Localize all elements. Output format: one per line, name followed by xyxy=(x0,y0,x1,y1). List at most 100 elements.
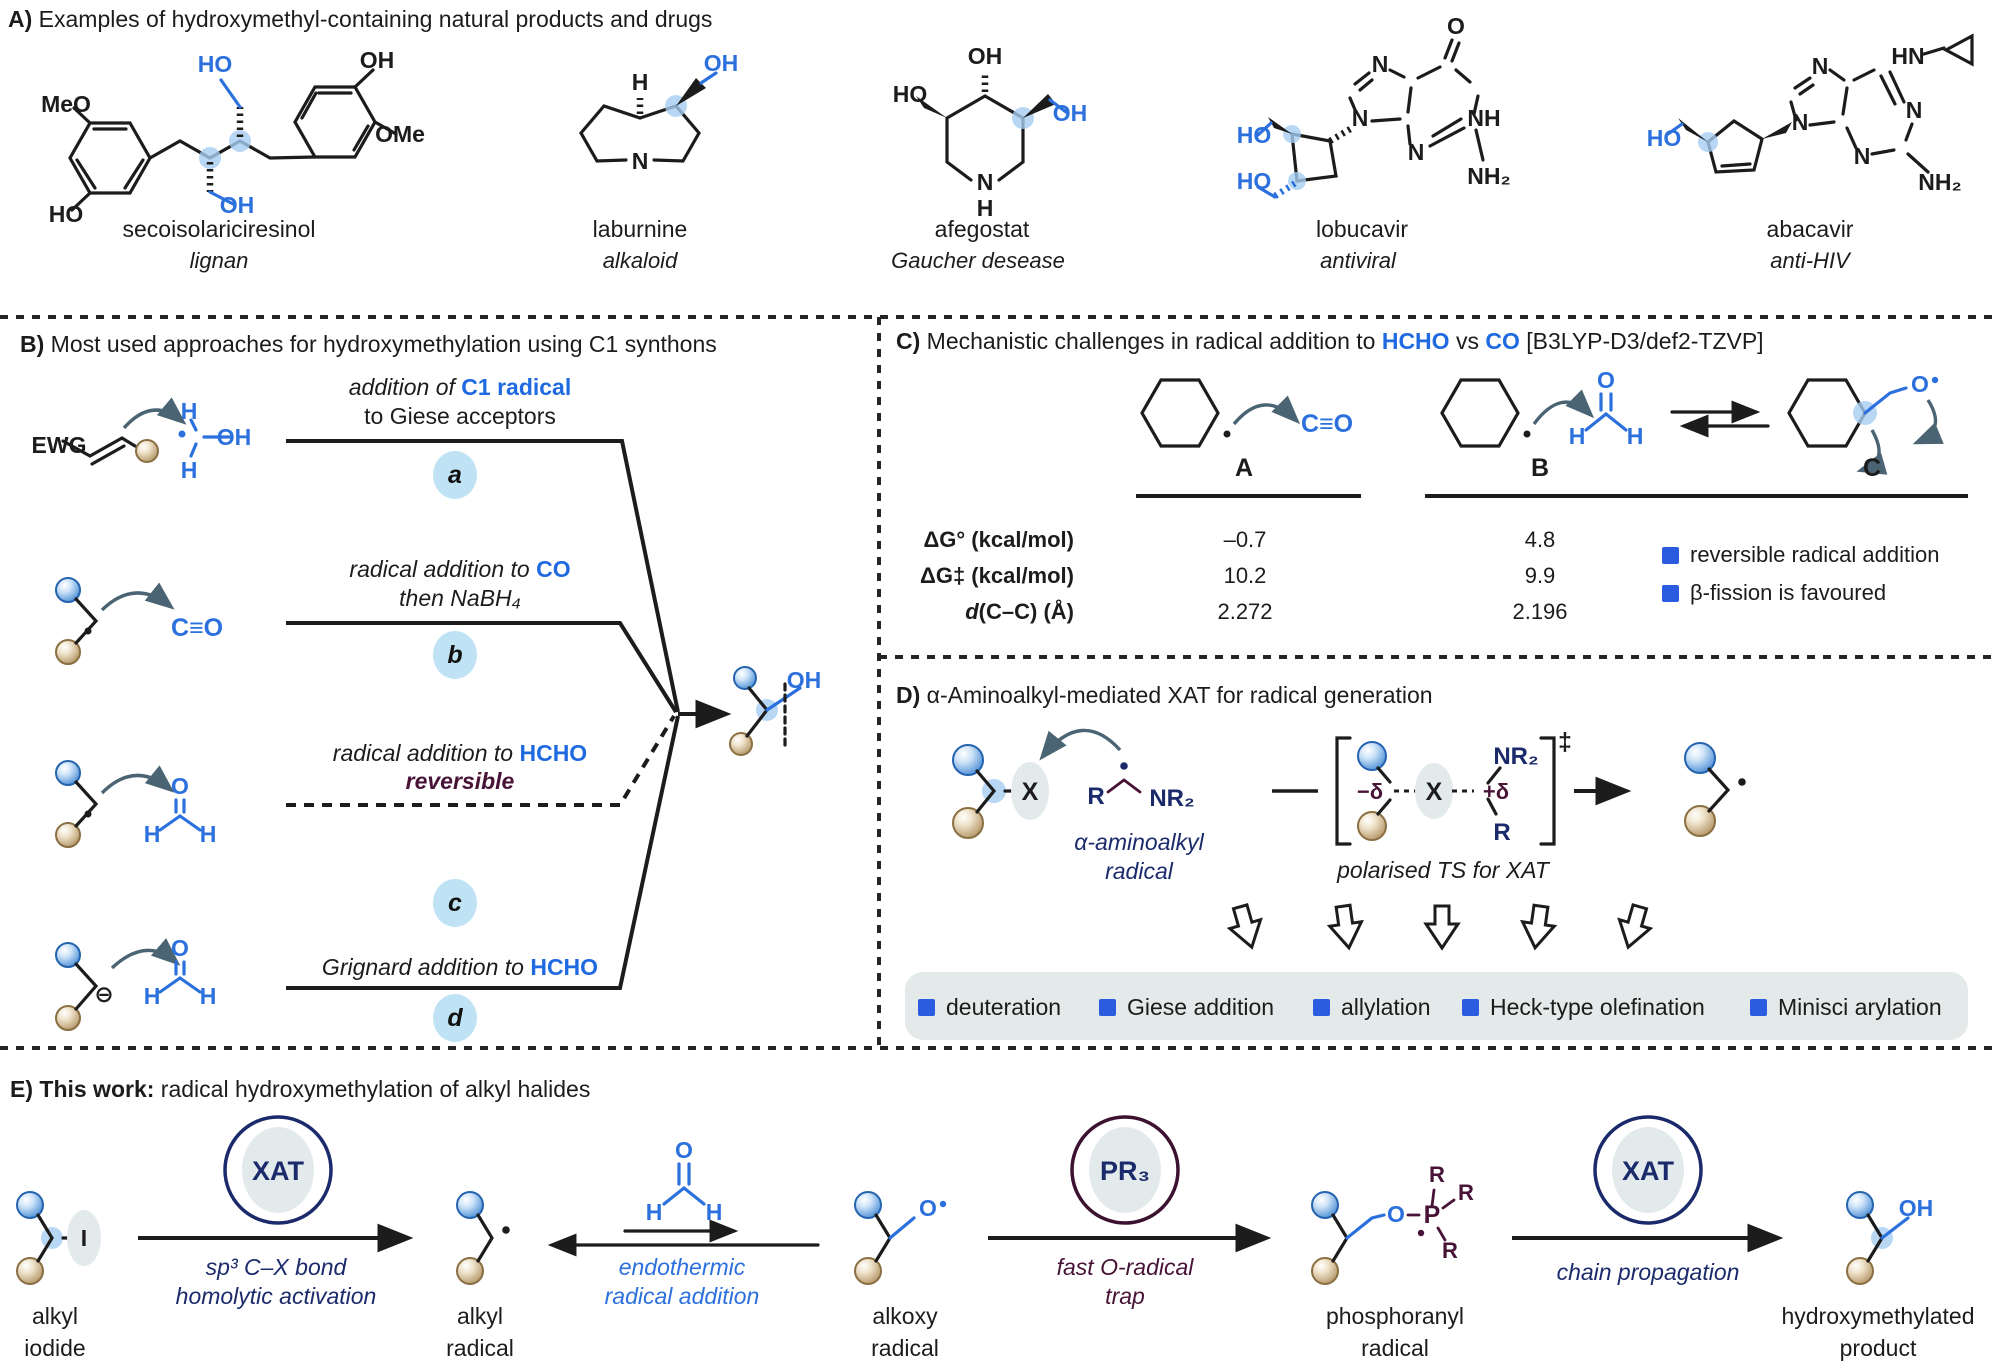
pr3-label: PR₃ xyxy=(1100,1156,1150,1186)
compound-class: antiviral xyxy=(1320,248,1396,273)
panel-e-title-text: radical hydroxymethylation of alkyl hali… xyxy=(154,1076,591,1102)
hn-label: HN xyxy=(1891,43,1924,69)
bullet-square-icon xyxy=(1099,998,1116,1016)
ho-blue-label: HO xyxy=(1237,168,1272,194)
panel-e-prefix: E) xyxy=(10,1076,40,1102)
panel-e-title: E) This work: radical hydroxymethylation… xyxy=(10,1076,590,1103)
step3-caption: fast O-radical trap xyxy=(1056,1254,1194,1309)
oh-blue-label: OH xyxy=(704,50,739,76)
panel-c-t1: Mechanistic challenges in radical additi… xyxy=(926,328,1382,354)
value-b: 2.196 xyxy=(1512,599,1568,624)
ome-label: OMe xyxy=(375,121,425,147)
route-d-bubble: d xyxy=(433,994,477,1042)
alkyl-iodide-label: alkyl iodide xyxy=(24,1303,86,1361)
nr2-label: NR₂ xyxy=(1493,743,1538,770)
o-radical-label: O xyxy=(1911,371,1929,397)
d-bullet: Heck-type olefination xyxy=(1462,992,1705,1022)
species-B-cyclohexyl-HCHO: O H H xyxy=(1440,367,1644,449)
row-label: ΔG° (kcal/mol) xyxy=(878,527,1074,553)
route-c-bubble: c xyxy=(433,879,477,927)
route-a-pre: addition of xyxy=(348,374,462,400)
d-bullet-text: Minisci arylation xyxy=(1778,993,1942,1020)
route-a-bubble: a xyxy=(433,451,477,499)
panel-c-co: CO xyxy=(1485,328,1520,354)
alkyl-radical-label: alkyl radical xyxy=(446,1303,514,1361)
structure-afegostat: N H OH HO OH xyxy=(893,43,1088,221)
o-label: O xyxy=(171,773,189,799)
step2-caption: endothermic radical addition xyxy=(604,1254,760,1309)
alkoxy-radical-label: alkoxy radical xyxy=(871,1303,939,1361)
c-bullet: β-fission is favoured xyxy=(1662,580,1886,606)
equilibrium-arrows-C xyxy=(1670,400,1770,438)
xat-step-1: XAT xyxy=(138,1115,414,1253)
compound-class: lignan xyxy=(189,248,249,273)
oh-label: OH xyxy=(1899,1195,1934,1221)
h-label: H xyxy=(144,821,161,847)
row-label: ΔG‡ (kcal/mol) xyxy=(878,563,1074,589)
h-label: H xyxy=(977,195,994,221)
o-label: O xyxy=(1447,13,1465,39)
h-label: H xyxy=(632,69,649,95)
h-label: H xyxy=(706,1199,723,1225)
panel-d-title-text: α-Aminoalkyl-mediated XAT for radical ge… xyxy=(926,682,1433,708)
panel-c-hcho: HCHO xyxy=(1381,328,1450,354)
panel-b-title-text: Most used approaches for hydroxymethylat… xyxy=(50,331,717,357)
row-label-italic: d xyxy=(965,599,979,624)
compound-class: anti-HIV xyxy=(1770,248,1850,273)
d-bullet: Giese addition xyxy=(1099,992,1274,1022)
panel-b-title: B) Most used approaches for hydroxymethy… xyxy=(20,331,717,358)
x-label: X xyxy=(1022,778,1039,806)
o-label: O xyxy=(171,935,189,961)
nh2-label: NH₂ xyxy=(1918,169,1961,195)
d-bullet-text: allylation xyxy=(1341,993,1431,1020)
structure-secoisolariciresinol: MeO HO HO OH OH OMe xyxy=(41,47,425,227)
species-b-label: B xyxy=(1531,454,1549,482)
species-letter-labels: A B C xyxy=(1136,454,1968,498)
species-a-label: A xyxy=(1235,454,1253,482)
value-a: 2.272 xyxy=(1217,599,1273,624)
alpha-aminoalkyl-radical: R NR₂ xyxy=(1087,762,1195,812)
h-label: H xyxy=(181,398,198,424)
compound-name: secoisolariciresinol xyxy=(122,216,316,242)
route-a-label-line2: to Giese acceptors xyxy=(364,403,556,429)
value-b: 4.8 xyxy=(1524,527,1556,552)
ho-label: HO xyxy=(49,201,84,227)
co-label: C≡O xyxy=(1301,410,1353,438)
hydroxymethylated-product-structure: OH xyxy=(1846,1191,1934,1285)
oh-label: OH xyxy=(968,43,1003,69)
compound-name: abacavir xyxy=(1766,216,1854,242)
plus-delta-label: +δ xyxy=(1483,779,1509,804)
oh-label: OH xyxy=(360,47,395,73)
minus-delta-label: −δ xyxy=(1357,779,1383,804)
d-bullet: Minisci arylation xyxy=(1750,992,1942,1022)
bullet-square-icon xyxy=(918,998,935,1016)
step1-caption: sp³ C–X bond homolytic activation xyxy=(175,1254,377,1309)
ho-blue-label: HO xyxy=(198,51,233,77)
n1-label: N xyxy=(1906,97,1923,123)
route-c-pre: radical addition to xyxy=(332,740,520,766)
ewg-label: EWG xyxy=(32,432,87,458)
route-d-label: Grignard addition to HCHO xyxy=(322,954,598,981)
oh-label: OH xyxy=(787,667,822,693)
o-label: O xyxy=(675,1137,693,1163)
applications-pill xyxy=(905,972,1968,1040)
route-b-scheme: C≡O xyxy=(55,577,678,714)
r-label: R xyxy=(1493,819,1510,846)
d-bullet-text: Heck-type olefination xyxy=(1490,993,1705,1020)
route-b-label-line1: radical addition to CO xyxy=(349,556,570,583)
route-a-blue: C1 radical xyxy=(461,374,572,400)
species-C-alkoxy: O xyxy=(1787,371,1944,475)
p-label: P xyxy=(1424,1201,1441,1229)
bullet-square-icon xyxy=(1313,998,1330,1016)
alkoxy-radical-structure: O xyxy=(854,1191,947,1285)
value-a: 10.2 xyxy=(1223,563,1267,588)
compound-name: afegostat xyxy=(934,216,1030,242)
panel-a-title-text: Examples of hydroxymethyl-containing nat… xyxy=(38,6,713,32)
structure-laburnine: N H OH xyxy=(579,50,739,174)
ho-blue-label: HO xyxy=(1647,125,1682,151)
double-dagger: ‡ xyxy=(1558,728,1572,756)
h-label: H xyxy=(1627,423,1644,449)
compound-name: laburnine xyxy=(592,216,688,242)
route-b-pre: radical addition to xyxy=(349,556,537,582)
d-bullet-text: deuteration xyxy=(946,993,1062,1020)
